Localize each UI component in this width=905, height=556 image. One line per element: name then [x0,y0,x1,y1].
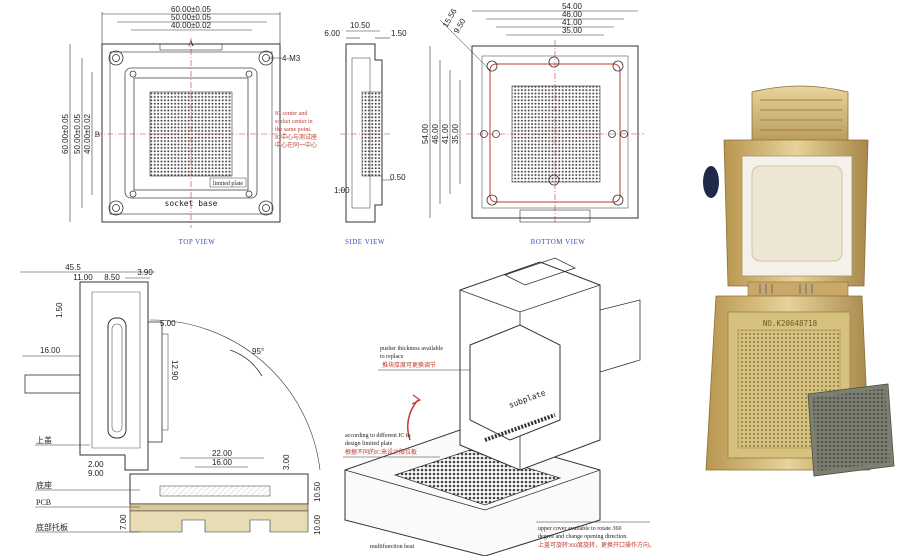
open-dim-1: 45.5 [65,263,81,272]
open-dim-16: 10.00 [313,514,322,535]
open-dim-6: 16.00 [40,346,61,355]
bottom-width-dim-3: 41.00 [562,18,583,27]
limited-plate-label: limited plate [213,181,243,187]
product-photo: NO.K20648718 [703,85,895,477]
top-width-dim-1: 60.00±0.05 [171,5,212,14]
top-view-center-lines [96,38,286,228]
ic-note-cn: 根据不同的IC来设计限位板 [345,448,417,456]
iso-ball-grid [393,449,562,506]
isometric-view: subplate pusher thickness available to r… [343,257,655,556]
ic-note-en-1: according to different IC to [345,432,411,439]
open-dim-9: 9.00 [88,469,104,478]
side-dim-4: 1.00 [334,186,350,195]
bottom-width-dim-2: 46.00 [562,10,583,19]
side-view-caption: SIDE VIEW [345,238,385,246]
bottom-height-dim-4: 35.00 [451,123,460,144]
side-dim-1: 10.50 [350,21,371,30]
open-side-view: 45.5 11.00 8.50 3.90 1.50 16.00 5.00 12.… [20,263,322,535]
side-dim-3: 1.50 [391,29,407,38]
bottom-width-dim-4: 35.00 [562,26,583,35]
note-cn-2: 中心在同一中心 [275,141,317,149]
bottom-width-dim-1: 54.00 [562,2,583,11]
ic-note: according to different IC to design limi… [343,432,440,458]
open-dim-4: 3.90 [137,268,153,277]
top-view-hole-label: 4-M3 [282,54,301,63]
cover-note-en-1: upper cover available to rotate 360 [538,526,621,532]
note-en-1: IC center and [275,111,307,117]
top-height-dim-2: 50.00±0.05 [73,113,82,154]
pusher-note-en-2: to replace [380,354,404,360]
label-pcb: PCB [36,498,51,507]
pusher-block [751,165,843,262]
pcb-layer [129,503,309,512]
bottom-height-dim-1: 54.00 [421,123,430,144]
top-view-height-dims [69,44,93,222]
bottom-height-dim-3: 41.00 [441,123,450,144]
socket-serial-label: NO.K20648718 [763,319,818,328]
label-upper-lid: 上盖 [36,435,52,445]
socket-base-label: socket base [165,199,218,208]
note-en-2: socket center in [275,119,313,125]
side-dim-2: 6.00 [324,29,340,38]
open-dim-5: 5.00 [160,319,176,328]
top-height-dim-3: 40.00±0.02 [83,113,92,154]
note-cn-1: IC中心与测试座 [275,133,317,141]
bottom-height-dim-2: 46.00 [431,123,440,144]
pusher-note: pusher thickness available to replace 推块… [378,346,470,371]
bottom-plate [129,510,309,533]
top-width-dim-2: 50.00±0.05 [171,13,212,22]
note-en-3: the same point. [275,127,312,133]
label-base: 底座 [36,480,52,490]
cover-note-cn: 上盖可旋转360度旋转，更换开口操作方向。 [538,541,655,549]
top-view-letter-b: B [95,130,100,139]
cover-note: upper cover available to rotate 360 degr… [536,521,655,549]
pusher-note-cn: 推块厚度可更换调节 [382,361,436,369]
top-view-caption: TOP VIEW [179,238,216,246]
top-width-dim-3: 40.00±0.02 [171,21,212,30]
cover-note-en-2: degree and change opening direction. [538,534,628,540]
top-view-width-dims [101,12,281,44]
multifunction-heat-label: multifunction heat [370,543,414,550]
open-dim-10: 22.00 [212,449,233,458]
ic-note-en-2: design limited plate [345,441,393,447]
top-height-dim-1: 60.00±0.05 [61,113,70,154]
side-dim-5: 0.50 [390,173,406,182]
open-dim-3: 8.50 [104,273,120,282]
open-dim-11: 16.00 [212,458,233,467]
bottom-view: 54.00 46.00 41.00 35.00 15.56 9.50 54.00… [421,2,644,246]
top-view-mounting-holes [108,50,274,216]
open-dim-8: 2.00 [88,460,104,469]
label-bottom-plate: 底部托板 [36,522,68,532]
side-view: 10.50 6.00 1.50 1.00 0.50 SIDE VIEW [324,21,407,246]
bottom-view-caption: BOTTOM VIEW [531,238,586,246]
open-dim-13: 1.50 [55,302,64,318]
open-dim-14: 3.00 [282,454,291,470]
pusher-note-en-1: pusher thickness available [380,346,443,352]
open-angle: 95° [252,347,264,356]
open-dim-7: 12.90 [170,360,179,381]
open-dim-12: 10.50 [313,481,322,502]
side-view-outline [345,43,383,223]
open-dim-15: 7.00 [119,514,128,530]
top-view-note: IC center and socket center in the same … [275,111,317,149]
top-view: 60.00±0.05 50.00±0.05 40.00±0.02 60.00±0… [61,5,317,246]
latch-knob [703,166,719,198]
top-view-letter-a: A [188,39,194,48]
open-dim-2: 11.00 [73,273,93,282]
